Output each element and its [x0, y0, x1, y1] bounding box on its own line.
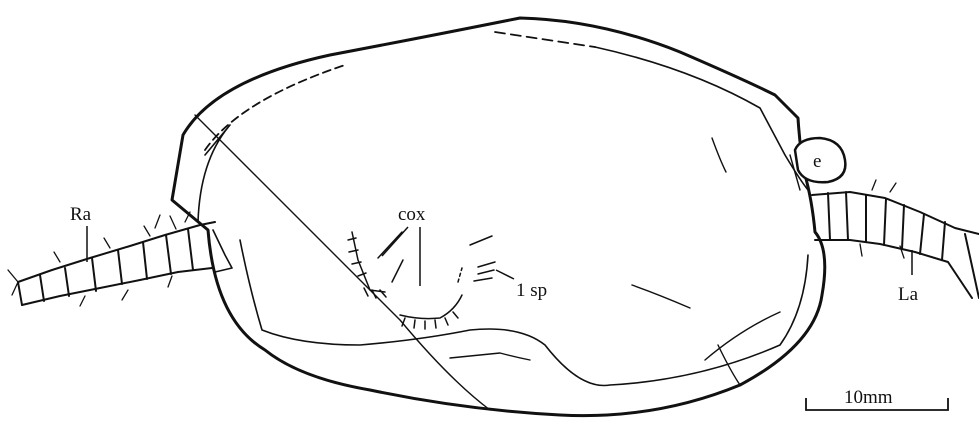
left-antenna-label-group: La: [898, 250, 919, 305]
scale-bar: 10mm: [806, 387, 948, 410]
leader-cox-1: [382, 227, 408, 256]
crack-lines: [195, 115, 800, 410]
scale-bar-label: 10mm: [844, 387, 893, 408]
label-1sp: 1 sp: [516, 280, 547, 301]
coxae-structures: [348, 232, 495, 329]
eye-group: e: [795, 138, 845, 182]
leader-sp: [496, 270, 514, 279]
label-e: e: [813, 151, 821, 172]
spine-label-group: 1 sp: [496, 270, 547, 301]
label-la: La: [898, 284, 919, 305]
right-antenna: [8, 212, 215, 306]
carapace-outline: [172, 18, 825, 416]
right-antenna-label-group: Ra: [70, 204, 92, 262]
left-antenna: [812, 180, 979, 298]
label-ra: Ra: [70, 204, 92, 225]
coxae-label-group: cox: [382, 204, 426, 286]
label-cox: cox: [398, 204, 426, 225]
